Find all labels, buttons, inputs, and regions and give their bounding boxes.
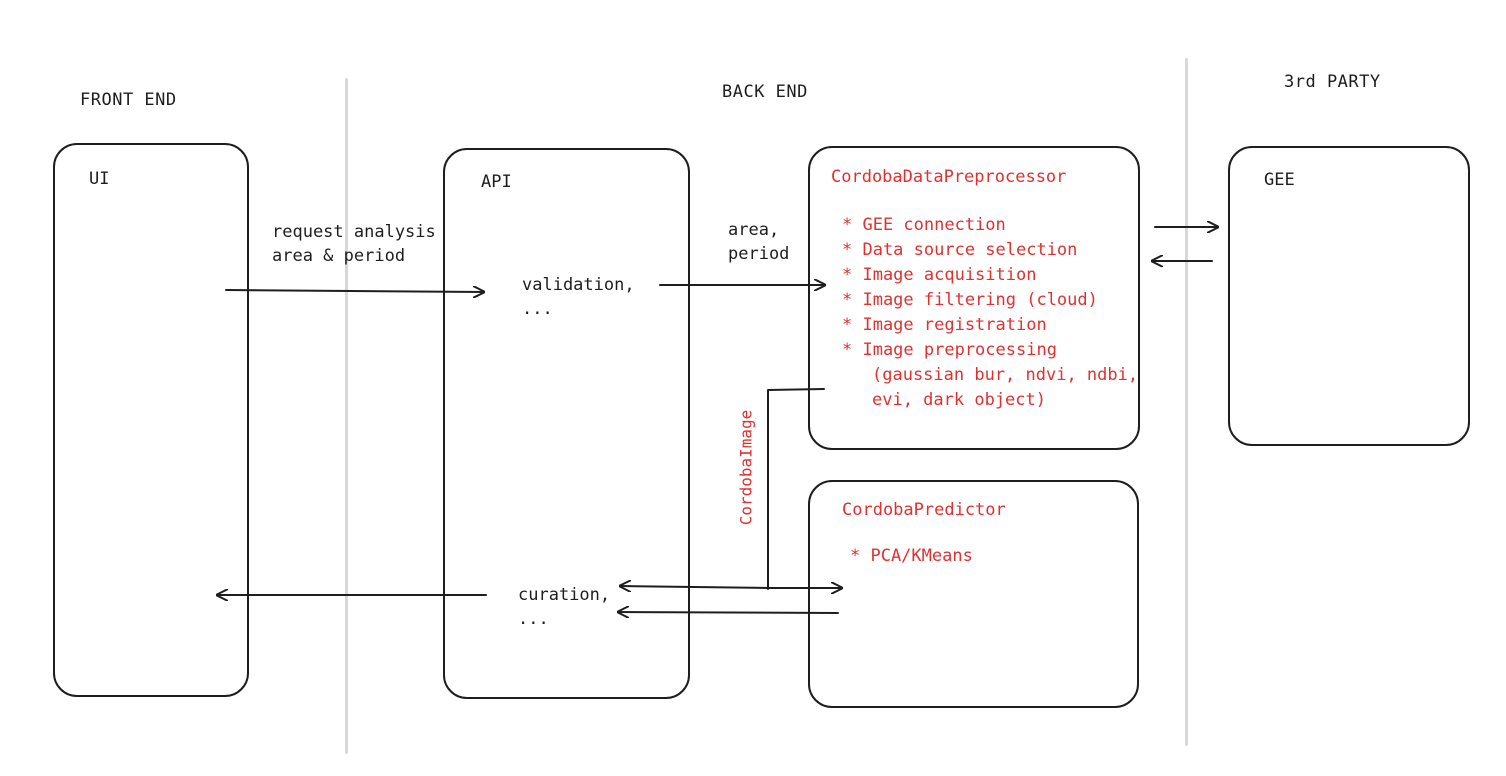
preprocessor-feature-list: * GEE connection * Data source selection… xyxy=(842,213,1138,413)
validation-label: validation, ... xyxy=(522,273,635,321)
curation-line: ... xyxy=(518,609,549,629)
gee-box-title: GEE xyxy=(1264,170,1295,190)
predictor-feature-item: * PCA/KMeans xyxy=(850,546,973,566)
preprocessor-continuation-line: (gaussian bur, ndvi, ndbi, xyxy=(872,365,1139,385)
ui-box[interactable]: UI xyxy=(53,143,249,697)
predictor-box-title: CordobaPredictor xyxy=(842,500,1006,520)
section-label-back-end: BACK END xyxy=(722,82,808,102)
preprocessor-box-title: CordobaDataPreprocessor xyxy=(831,167,1067,187)
api-box[interactable]: API xyxy=(443,148,690,699)
preprocessor-feature-item: * Image registration xyxy=(842,315,1047,335)
request-analysis-label: request analysis area & period xyxy=(272,220,436,268)
arrow-to-api-top xyxy=(620,586,769,588)
section-label-front-end: FRONT END xyxy=(80,90,177,110)
divider-backend-thirdparty xyxy=(1185,58,1188,746)
validation-line: validation, xyxy=(522,275,635,295)
curation-label: curation, ... xyxy=(518,583,610,631)
divider-frontend-backend xyxy=(345,78,348,754)
area-period-line: period xyxy=(728,244,790,264)
request-analysis-line: request analysis xyxy=(272,222,436,242)
area-period-label: area, period xyxy=(728,218,789,266)
preprocessor-continuation-line: evi, dark object) xyxy=(872,390,1046,410)
preprocessor-box[interactable]: CordobaDataPreprocessor * GEE connection… xyxy=(808,146,1140,450)
ui-box-title: UI xyxy=(89,169,110,189)
api-box-title: API xyxy=(481,172,512,192)
gee-box[interactable]: GEE xyxy=(1228,146,1470,446)
preprocessor-feature-item: * Data source selection xyxy=(842,240,1078,260)
area-period-line: area, xyxy=(728,220,780,240)
preprocessor-feature-item: * Image filtering (cloud) xyxy=(842,290,1098,310)
arrow-predictor-to-api xyxy=(618,612,839,613)
request-analysis-line: area & period xyxy=(272,246,406,266)
curation-line: curation, xyxy=(518,585,611,605)
predictor-box[interactable]: CordobaPredictor * PCA/KMeans xyxy=(808,480,1139,708)
preprocessor-feature-item: * Image acquisition xyxy=(842,265,1037,285)
predictor-feature-list: * PCA/KMeans xyxy=(850,544,973,569)
preprocessor-feature-item: * Image preprocessing xyxy=(842,340,1057,360)
preprocessor-feature-continuation: evi, dark object) xyxy=(842,388,1138,413)
preprocessor-feature-continuation: (gaussian bur, ndvi, ndbi, xyxy=(842,363,1138,388)
section-label-third-party: 3rd PARTY xyxy=(1284,72,1381,92)
preprocessor-feature-item: * GEE connection xyxy=(842,215,1006,235)
validation-line: ... xyxy=(522,299,553,319)
connector-cordoba-image xyxy=(767,388,825,590)
arrow-ui-to-api xyxy=(225,290,484,292)
